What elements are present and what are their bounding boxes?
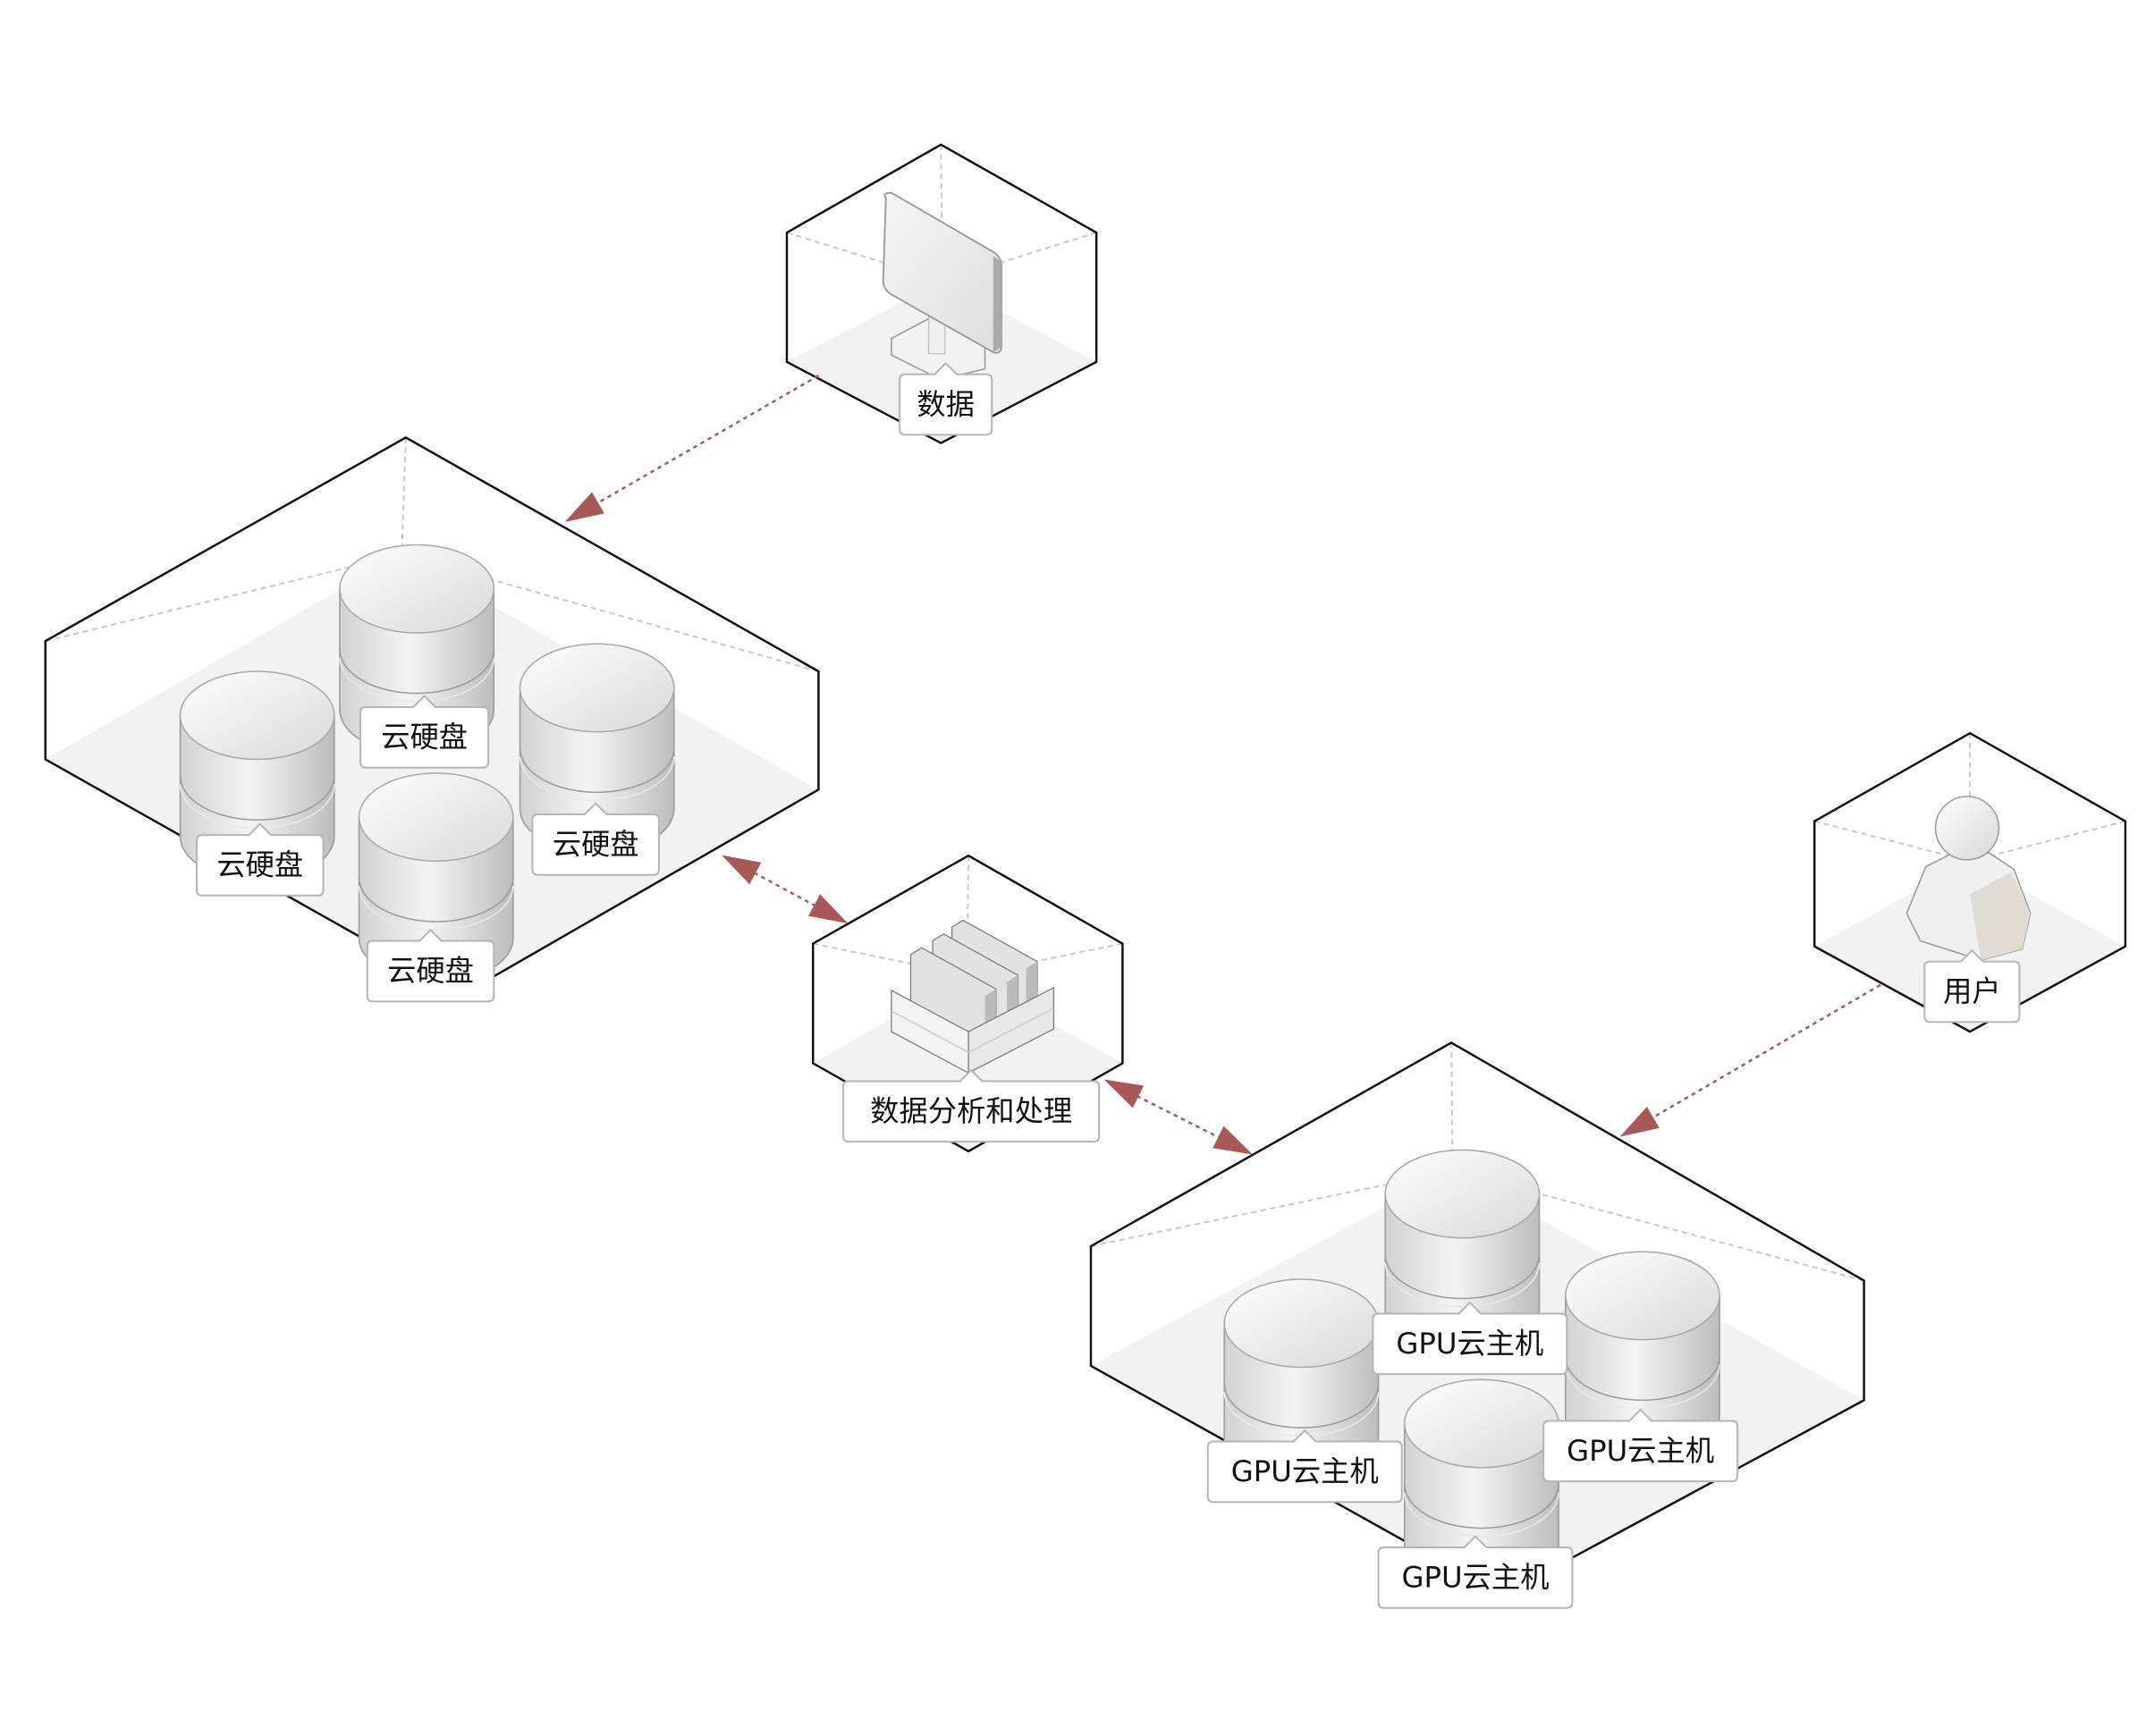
edge-storage-processing xyxy=(721,855,849,924)
hidden-edge xyxy=(1450,1042,1454,1171)
box-outline xyxy=(812,854,1124,1153)
hidden-edge xyxy=(1452,1169,1864,1282)
disk-icon xyxy=(519,643,675,854)
label-cloud-disk: 云硬盘 xyxy=(366,928,495,1003)
disk-icon xyxy=(1565,1251,1720,1462)
label-text: 数据分析和处理 xyxy=(870,1094,1072,1128)
label-cloud-disk: 云硬盘 xyxy=(531,802,660,876)
label-callout xyxy=(1542,1408,1739,1483)
label-text: 用户 xyxy=(1943,974,2001,1008)
label-callout xyxy=(531,802,660,876)
label-user: 用户 xyxy=(1923,948,2021,1024)
edge-data-to-storage xyxy=(564,375,819,522)
hidden-edge xyxy=(45,553,402,643)
label-callout xyxy=(1372,1301,1568,1376)
hidden-edge xyxy=(940,144,943,282)
label-text: GPU云主机 xyxy=(1396,1327,1543,1361)
hidden-edge xyxy=(813,942,967,976)
label-callout xyxy=(366,928,495,1003)
monitor-icon xyxy=(882,191,1002,381)
hidden-edge xyxy=(1090,1169,1453,1248)
label-gpu-host: GPU云主机 xyxy=(1206,1428,1403,1504)
label-text: 云硬盘 xyxy=(381,721,468,754)
label-callout xyxy=(1923,948,2021,1024)
label-text: GPU云主机 xyxy=(1401,1561,1549,1595)
label-text: 云硬盘 xyxy=(387,954,474,988)
label-callout xyxy=(842,1068,1101,1143)
label-text: GPU云主机 xyxy=(1231,1454,1379,1488)
label-text: 云硬盘 xyxy=(216,848,303,882)
hidden-edge xyxy=(401,437,407,555)
user-icon xyxy=(1905,796,2032,961)
server-rack-icon xyxy=(891,919,1055,1074)
hidden-edge xyxy=(1813,820,1971,863)
label-callout xyxy=(1206,1428,1403,1504)
edge-user-to-gpu xyxy=(1619,983,1881,1137)
hidden-edge xyxy=(967,942,1123,976)
box-outline xyxy=(1813,731,2127,1033)
label-gpu-host: GPU云主机 xyxy=(1542,1408,1739,1483)
label-data: 数据 xyxy=(899,361,993,436)
hidden-edge xyxy=(1969,820,2126,863)
label-text: 云硬盘 xyxy=(553,828,639,862)
label-data-processing: 数据分析和处理 xyxy=(842,1068,1101,1143)
hidden-edge xyxy=(942,232,1097,282)
label-text: GPU云主机 xyxy=(1567,1434,1714,1468)
label-cloud-disk: 云硬盘 xyxy=(196,822,325,897)
box-outline xyxy=(785,143,1098,445)
label-gpu-host: GPU云主机 xyxy=(1372,1301,1568,1376)
label-callout xyxy=(1377,1535,1574,1609)
label-callout xyxy=(359,695,490,769)
label-callout xyxy=(196,822,325,897)
edge-processing-gpu xyxy=(1103,1079,1253,1155)
label-cloud-disk: 云硬盘 xyxy=(359,695,490,769)
label-text: 数据 xyxy=(917,387,975,421)
label-callout xyxy=(899,361,993,436)
label-gpu-host: GPU云主机 xyxy=(1377,1535,1574,1609)
